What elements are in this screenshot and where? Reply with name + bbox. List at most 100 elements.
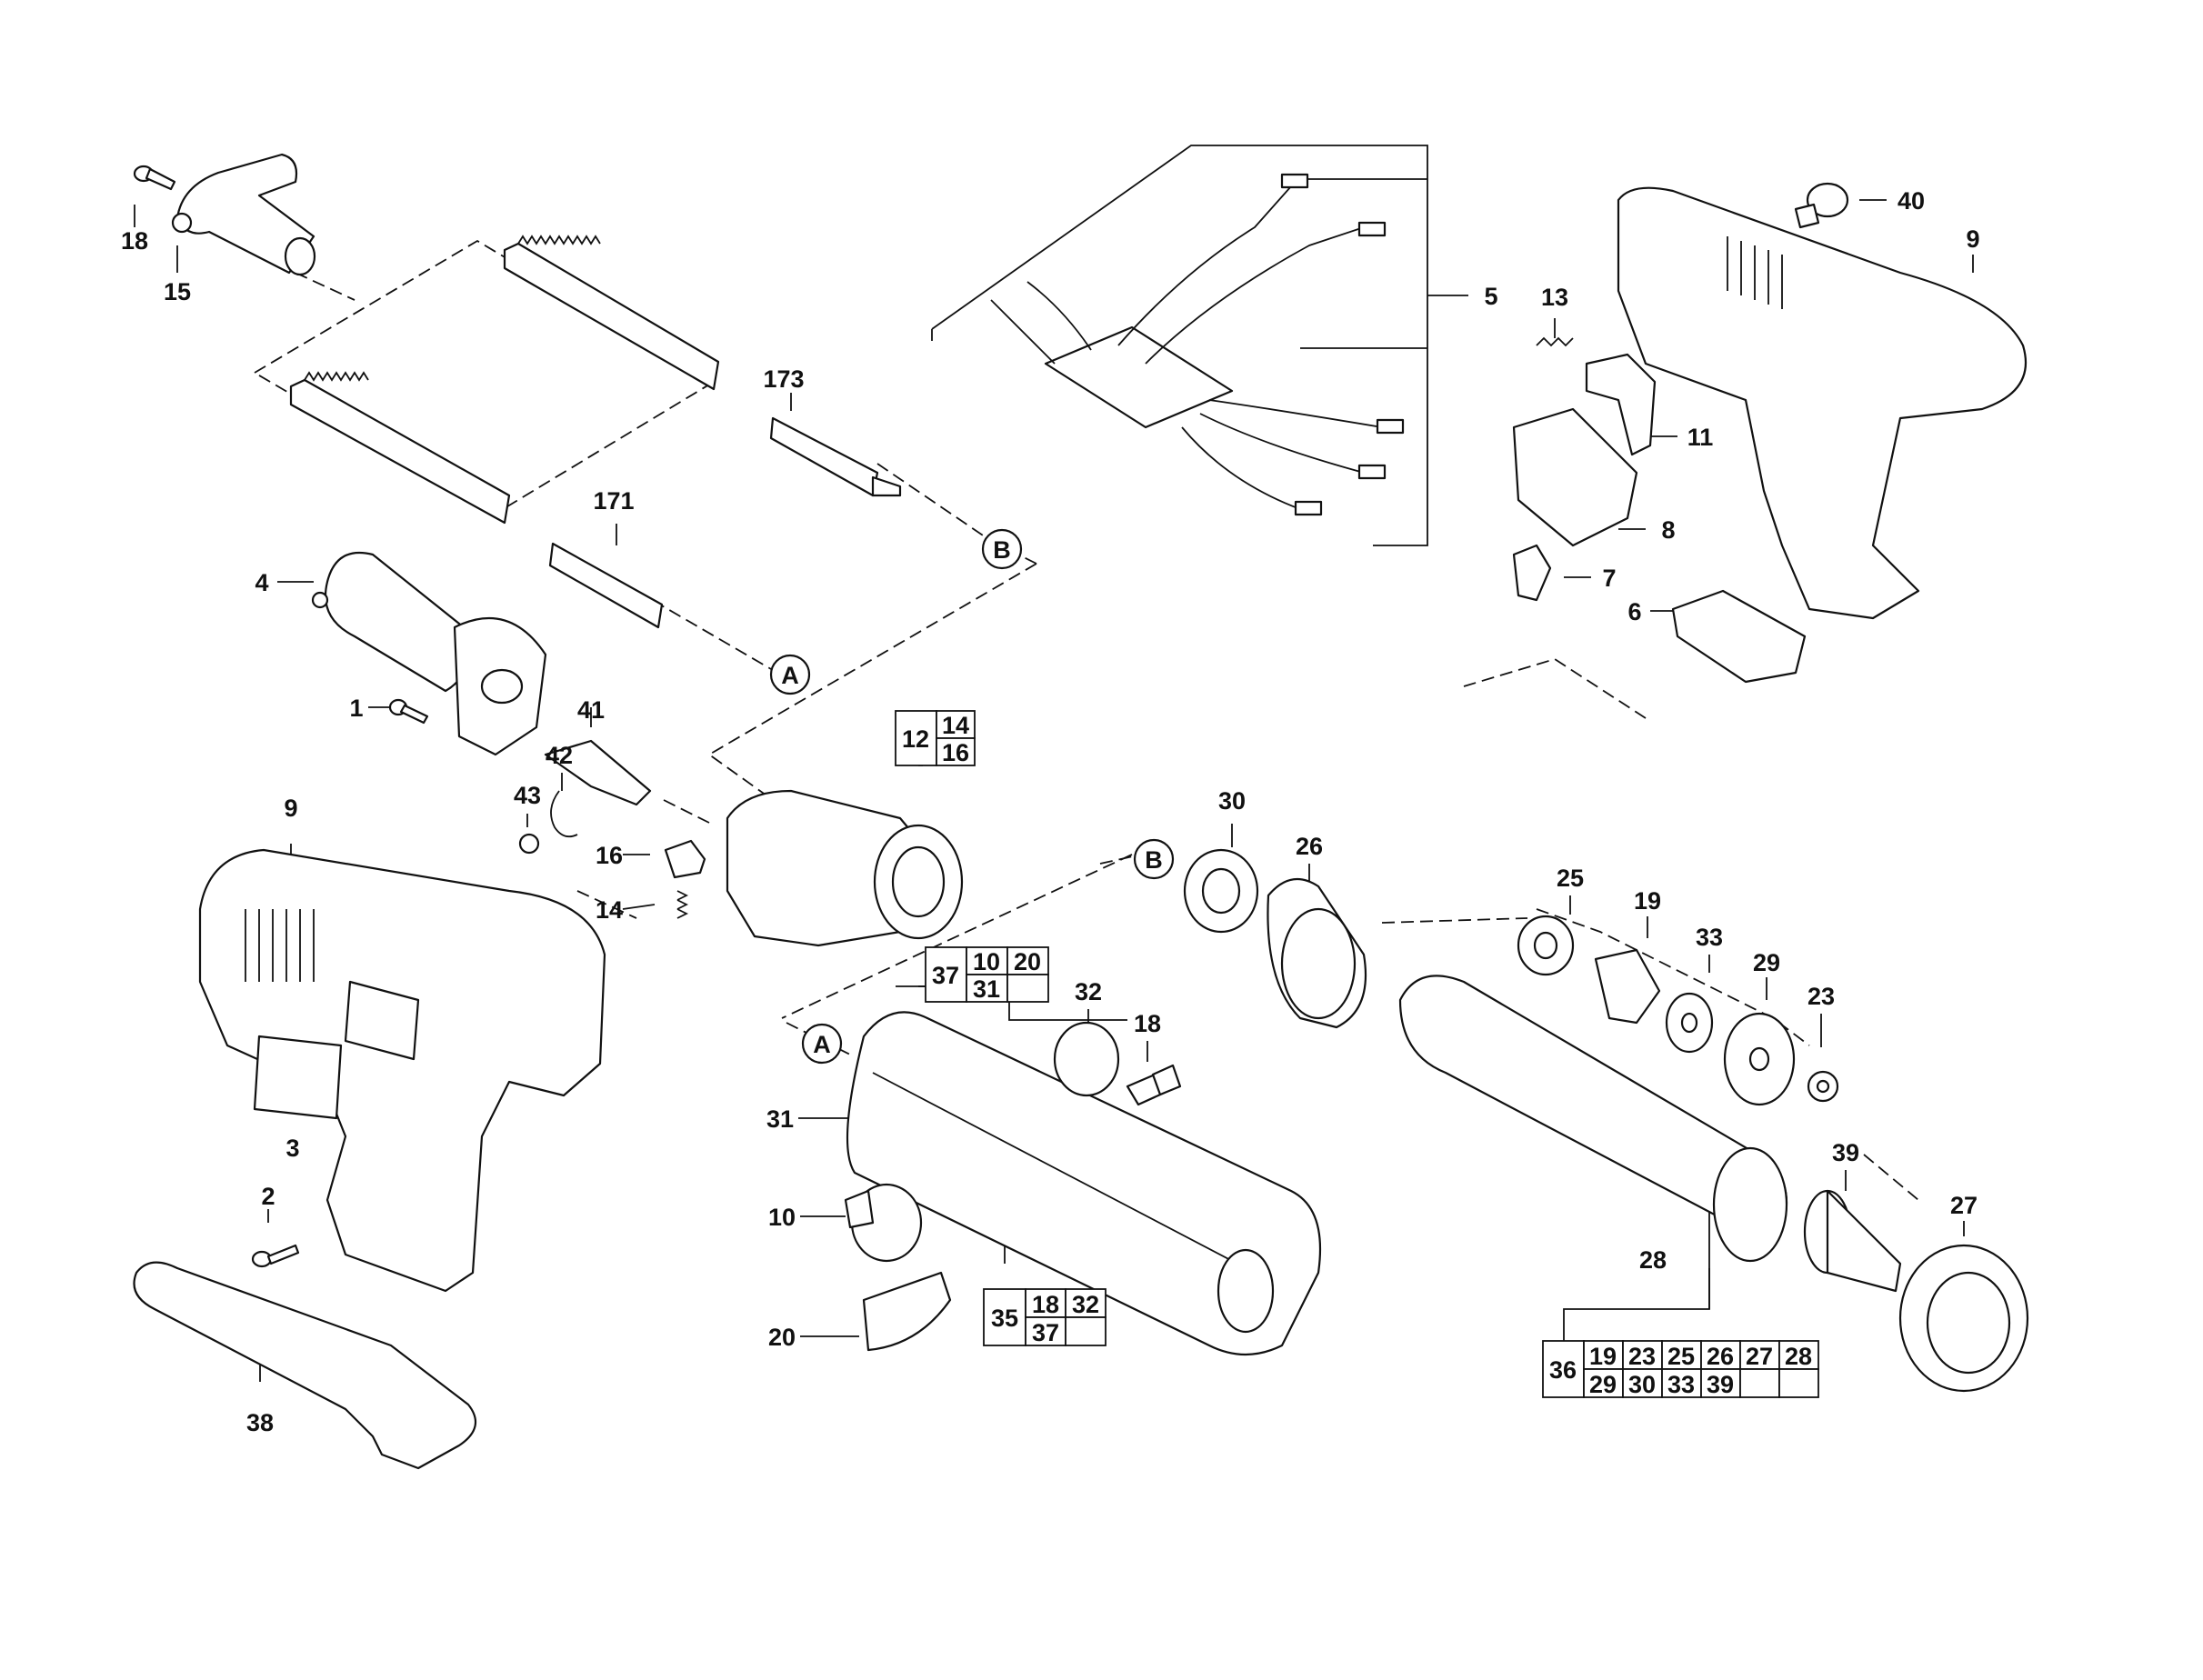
part-number-labels: 18 15 173 171 4 1 41 42 43 16 14 9 3 2 3… bbox=[121, 187, 1980, 1436]
kit-table-36-cell: 30 bbox=[1628, 1371, 1656, 1398]
kit-table-12-cell: 14 bbox=[942, 712, 969, 739]
part-20-guide bbox=[862, 1271, 952, 1352]
part-18-screw-top bbox=[133, 165, 176, 191]
kit-table-36-cell: 29 bbox=[1589, 1371, 1617, 1398]
part-38-wrench bbox=[133, 1261, 477, 1470]
label-32: 32 bbox=[1075, 978, 1102, 1005]
part-16-block bbox=[664, 839, 706, 879]
label-9-right: 9 bbox=[1966, 225, 1979, 253]
label-39: 39 bbox=[1832, 1139, 1859, 1166]
kit-table-35-cell: 32 bbox=[1072, 1291, 1099, 1318]
connector-b-top: B bbox=[981, 528, 1023, 570]
label-23: 23 bbox=[1807, 983, 1835, 1010]
connector-a-bottom-text: A bbox=[813, 1031, 831, 1058]
connector-b-top-text: B bbox=[993, 536, 1011, 564]
part-27-cap bbox=[1898, 1244, 2029, 1393]
label-7: 7 bbox=[1602, 565, 1616, 592]
part-29-piston-disc bbox=[1723, 1012, 1796, 1106]
kit-table-36: 36 19 23 25 26 27 28 29 30 33 39 bbox=[1542, 1340, 1819, 1398]
label-31: 31 bbox=[766, 1105, 794, 1133]
label-1: 1 bbox=[349, 695, 363, 722]
kit-table-36-cell: 33 bbox=[1667, 1371, 1695, 1398]
connector-a-bottom: A bbox=[801, 1023, 843, 1065]
label-40: 40 bbox=[1898, 187, 1925, 215]
label-6: 6 bbox=[1627, 598, 1641, 625]
kit-table-36-cell: 26 bbox=[1707, 1343, 1734, 1370]
kit-table-36-cell: 28 bbox=[1785, 1343, 1812, 1370]
part-30-seal bbox=[1183, 848, 1259, 934]
part-9-right-housing bbox=[1617, 186, 2028, 620]
label-18-bottom: 18 bbox=[1134, 1010, 1161, 1037]
part-6-contact-block bbox=[1671, 589, 1807, 684]
connector-a-top-text: A bbox=[781, 662, 799, 689]
part-23-nut bbox=[1807, 1070, 1839, 1103]
part-gearbox-housing bbox=[726, 789, 964, 947]
part-4-motor bbox=[311, 551, 547, 756]
part-28-cartridge bbox=[1398, 975, 1788, 1263]
kit-table-37-cell: 31 bbox=[973, 975, 1000, 1003]
label-42: 42 bbox=[546, 742, 573, 769]
label-2: 2 bbox=[261, 1183, 275, 1210]
kit-table-36-cell: 23 bbox=[1628, 1343, 1656, 1370]
label-25: 25 bbox=[1557, 865, 1584, 892]
kit-table-35-cell: 18 bbox=[1032, 1291, 1059, 1318]
part-39-nozzle bbox=[1803, 1189, 1902, 1293]
part-31-barrel-holder bbox=[846, 1011, 1322, 1356]
kit-table-37-cell: 10 bbox=[973, 948, 1000, 975]
part-14-spring bbox=[676, 890, 689, 919]
label-26: 26 bbox=[1296, 833, 1323, 860]
part-40-knob bbox=[1794, 182, 1849, 229]
part-1-screw bbox=[388, 698, 429, 725]
kit-table-37: 37 10 20 31 bbox=[925, 946, 1049, 1003]
part-3-label bbox=[253, 1035, 343, 1120]
label-11: 11 bbox=[1687, 424, 1714, 451]
connector-a-top: A bbox=[769, 654, 811, 695]
label-10: 10 bbox=[768, 1204, 796, 1231]
label-29: 29 bbox=[1753, 949, 1780, 976]
label-18-top: 18 bbox=[121, 227, 148, 255]
part-7-lever bbox=[1512, 544, 1552, 602]
part-19-adapter bbox=[1594, 948, 1661, 1025]
label-15: 15 bbox=[164, 278, 191, 305]
label-28: 28 bbox=[1639, 1246, 1667, 1274]
leader-lines bbox=[134, 199, 1974, 1382]
label-173: 173 bbox=[763, 365, 804, 393]
part-42-spring bbox=[550, 790, 578, 838]
label-19: 19 bbox=[1634, 887, 1661, 915]
label-33: 33 bbox=[1696, 924, 1723, 951]
part-rack-bar-lower bbox=[289, 371, 511, 525]
label-4: 4 bbox=[255, 569, 268, 596]
label-27: 27 bbox=[1950, 1192, 1978, 1219]
part-2-screw bbox=[251, 1244, 300, 1268]
kit-table-36-cell: 27 bbox=[1746, 1343, 1773, 1370]
kit-table-37-cell: 20 bbox=[1014, 948, 1041, 975]
part-26-nut bbox=[1267, 877, 1367, 1029]
label-41: 41 bbox=[577, 696, 605, 724]
kit-table-12-cell: 16 bbox=[942, 739, 969, 766]
label-38: 38 bbox=[246, 1409, 274, 1436]
kit-table-36-cell: 39 bbox=[1707, 1371, 1734, 1398]
connector-b-bottom-text: B bbox=[1145, 846, 1163, 874]
label-8: 8 bbox=[1661, 516, 1675, 544]
label-13: 13 bbox=[1541, 284, 1568, 311]
part-rack-bar-upper bbox=[503, 235, 720, 391]
part-25-washer bbox=[1517, 915, 1575, 976]
kit-table-35-cell: 37 bbox=[1032, 1319, 1059, 1346]
connector-b-bottom: B bbox=[1133, 838, 1175, 880]
label-16: 16 bbox=[596, 842, 623, 869]
part-173-rack bbox=[769, 416, 902, 497]
part-18-bolt bbox=[1126, 1064, 1182, 1106]
label-3: 3 bbox=[285, 1135, 299, 1162]
part-33-washer bbox=[1665, 992, 1714, 1054]
part-5-wiring-harness bbox=[990, 173, 1405, 516]
label-5: 5 bbox=[1484, 283, 1497, 310]
label-171: 171 bbox=[593, 487, 634, 515]
kit-table-36-cell: 25 bbox=[1667, 1343, 1695, 1370]
part-11-trigger bbox=[1585, 353, 1657, 456]
kit-table-36-cell: 19 bbox=[1589, 1343, 1617, 1370]
kit-table-35: 35 18 32 37 bbox=[983, 1288, 1107, 1346]
part-15-handle bbox=[171, 153, 316, 276]
part-32-cap bbox=[1053, 1021, 1120, 1097]
label-9-left: 9 bbox=[284, 795, 297, 822]
part-171-rack bbox=[548, 542, 664, 629]
